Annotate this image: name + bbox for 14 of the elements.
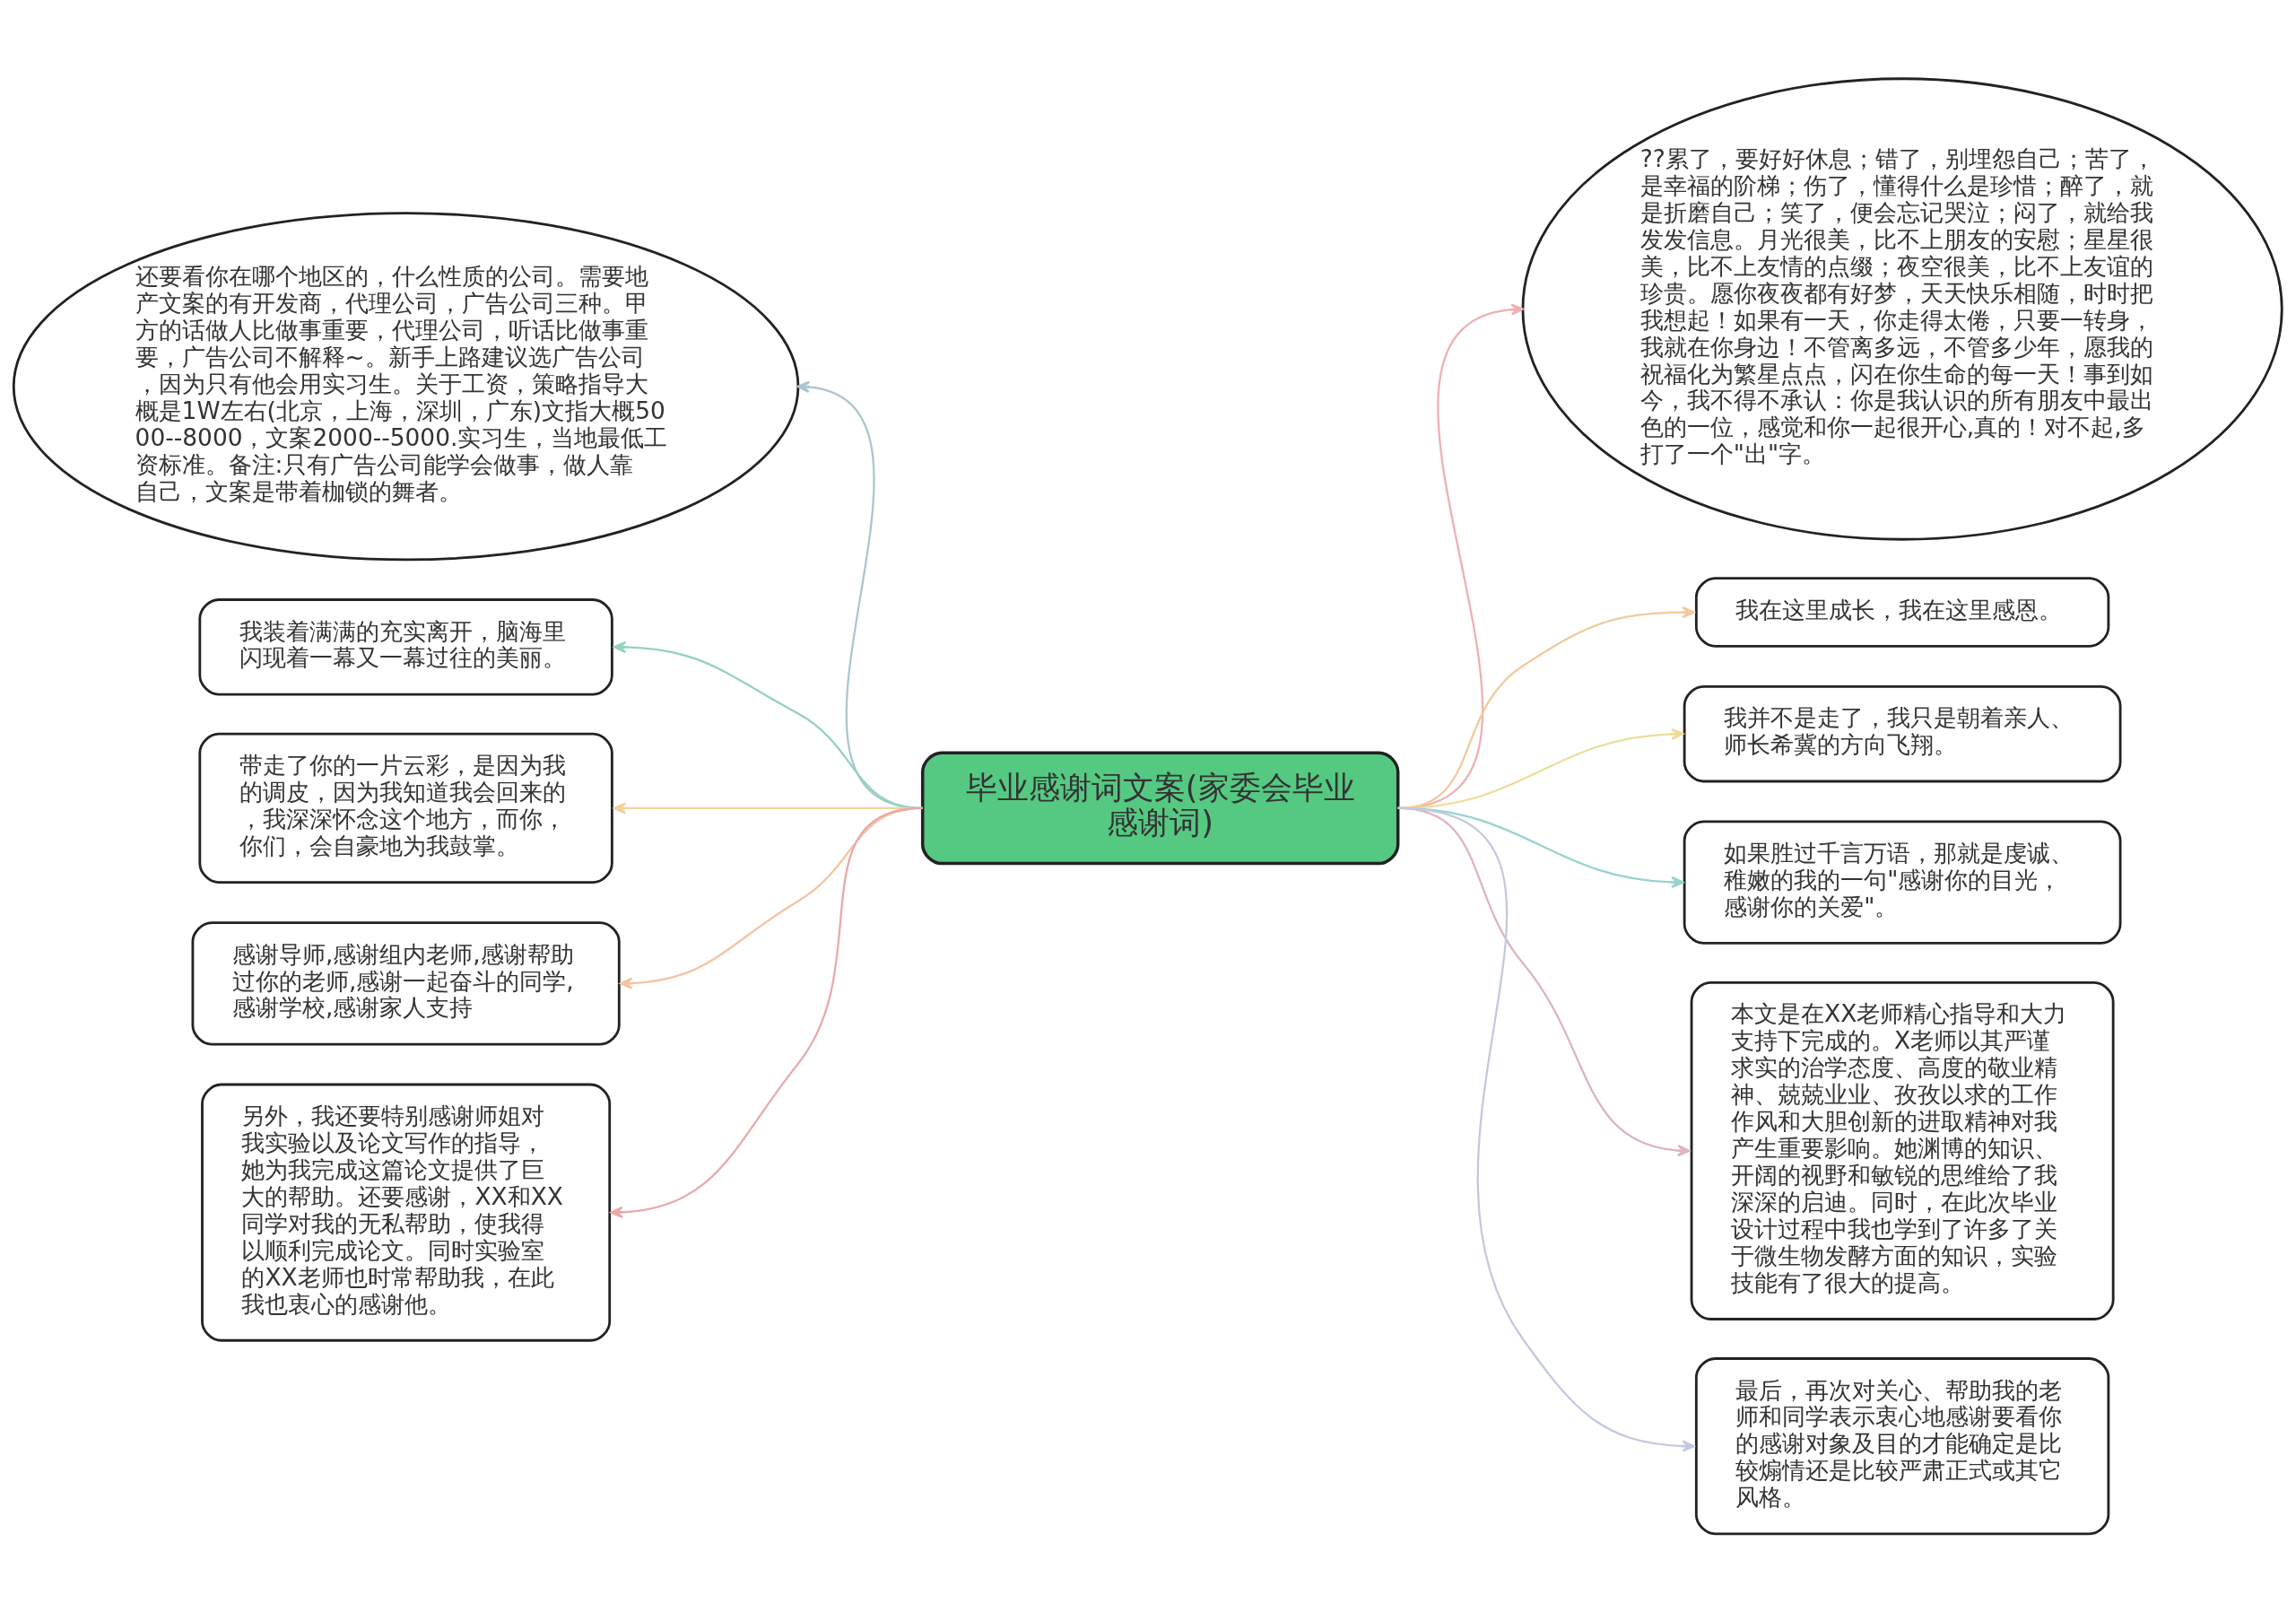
arrow xyxy=(1397,806,1695,1452)
node-box: 我装着满满的充实离开，脑海里闪现着一幕又一幕过往的美丽。 xyxy=(198,597,613,696)
node-box: 毕业感谢词文案(家委会毕业感谢词) xyxy=(920,751,1400,865)
node-box: 我在这里成长，我在这里感恩。 xyxy=(1694,576,2110,648)
node-box: 感谢导师,感谢组内老师,感谢帮助过你的老师,感谢一起奋斗的同学,感谢学校,感谢家人支持 xyxy=(191,920,621,1046)
node-ellipse: 还要看你在哪个地区的，什么性质的公司。需要地产文案的有开发商，代理公司，广告公司三种。甲方的话做人比做事重要，代理公司，听话比做事重要，广告公司不解释~。新手上路建议选广告公司，因为只有他会用实习生。关于工资，策略指导大概是1W左右(北京，上海，深圳，广东)文指大概5000--8000，文案2000--5000.实习生，当地最低工资标准。备注:只有广告公司能学会做事，做人靠自己，文案是带着枷锁的舞者。 xyxy=(12,211,800,561)
arrow xyxy=(610,806,923,1218)
node-box: 我并不是走了，我只是朝着亲人、师长希冀的方向飞翔。 xyxy=(1683,684,2122,782)
node-box: 如果胜过千言万语，那就是虔诚、稚嫩的我的一句"感谢你的目光，感谢你的关爱"。 xyxy=(1683,819,2122,945)
node-box: 最后，再次对关心、帮助我的老师和同学表示衷心地感谢要看你的感谢对象及目的才能确定是比较煽情还是比较严肃正式或其它风格。 xyxy=(1694,1356,2110,1535)
node-box: 另外，我还要特别感谢师姐对我实验以及论文写作的指导，她为我完成这篇论文提供了巨大的帮助。还要感谢，XX和XX同学对我的无私帮助，使我得以顺利完成论文。同时实验室的XX老师也时常帮助我，在此我也衷心的感谢他。 xyxy=(201,1083,612,1342)
node-ellipse: ??累了，要好好休息；错了，别埋怨自己；苦了，是幸福的阶梯；伤了，懂得什么是珍惜；醉了，就是折磨自己；笑了，便会忘记哭泣；闷了，就给我发发信息。月光很美，比不上朋友的安慰；星星很美，比不上友情的点缀；夜空很美，比不上友谊的珍贵。愿你夜夜都有好梦，天天快乐相随，时时把我想起！如果有一天，你走得太倦，只要一转身，我就在你身边！不管离多远，不管多少年，愿我的祝福化为繁星点点，闪在你生命的每一天！事到如今，我不得不承认：你是我认识的所有朋友中最出色的一位，感觉和你一起很开心,真的！对不起,多打了一个"出"字。 xyxy=(1521,76,2283,541)
node-box: 本文是在XX老师精心指导和大力支持下完成的。X老师以其严谨求实的治学态度、高度的敬业精神、兢兢业业、孜孜以求的工作作风和大胆创新的进取精神对我产生重要影响。她渊博的知识、开阔的视野和敏锐的思维给了我深深的启迪。同时，在此次毕业设计过程中我也学到了许多了关于微生物发酵方面的知识，实验技能有了很大的提高。 xyxy=(1690,980,2115,1320)
node-box: 带走了你的一片云彩，是因为我的调皮，因为我知道我会回来的，我深深怀念这个地方，而你，你们，会自豪地为我鼓掌。 xyxy=(198,732,613,884)
